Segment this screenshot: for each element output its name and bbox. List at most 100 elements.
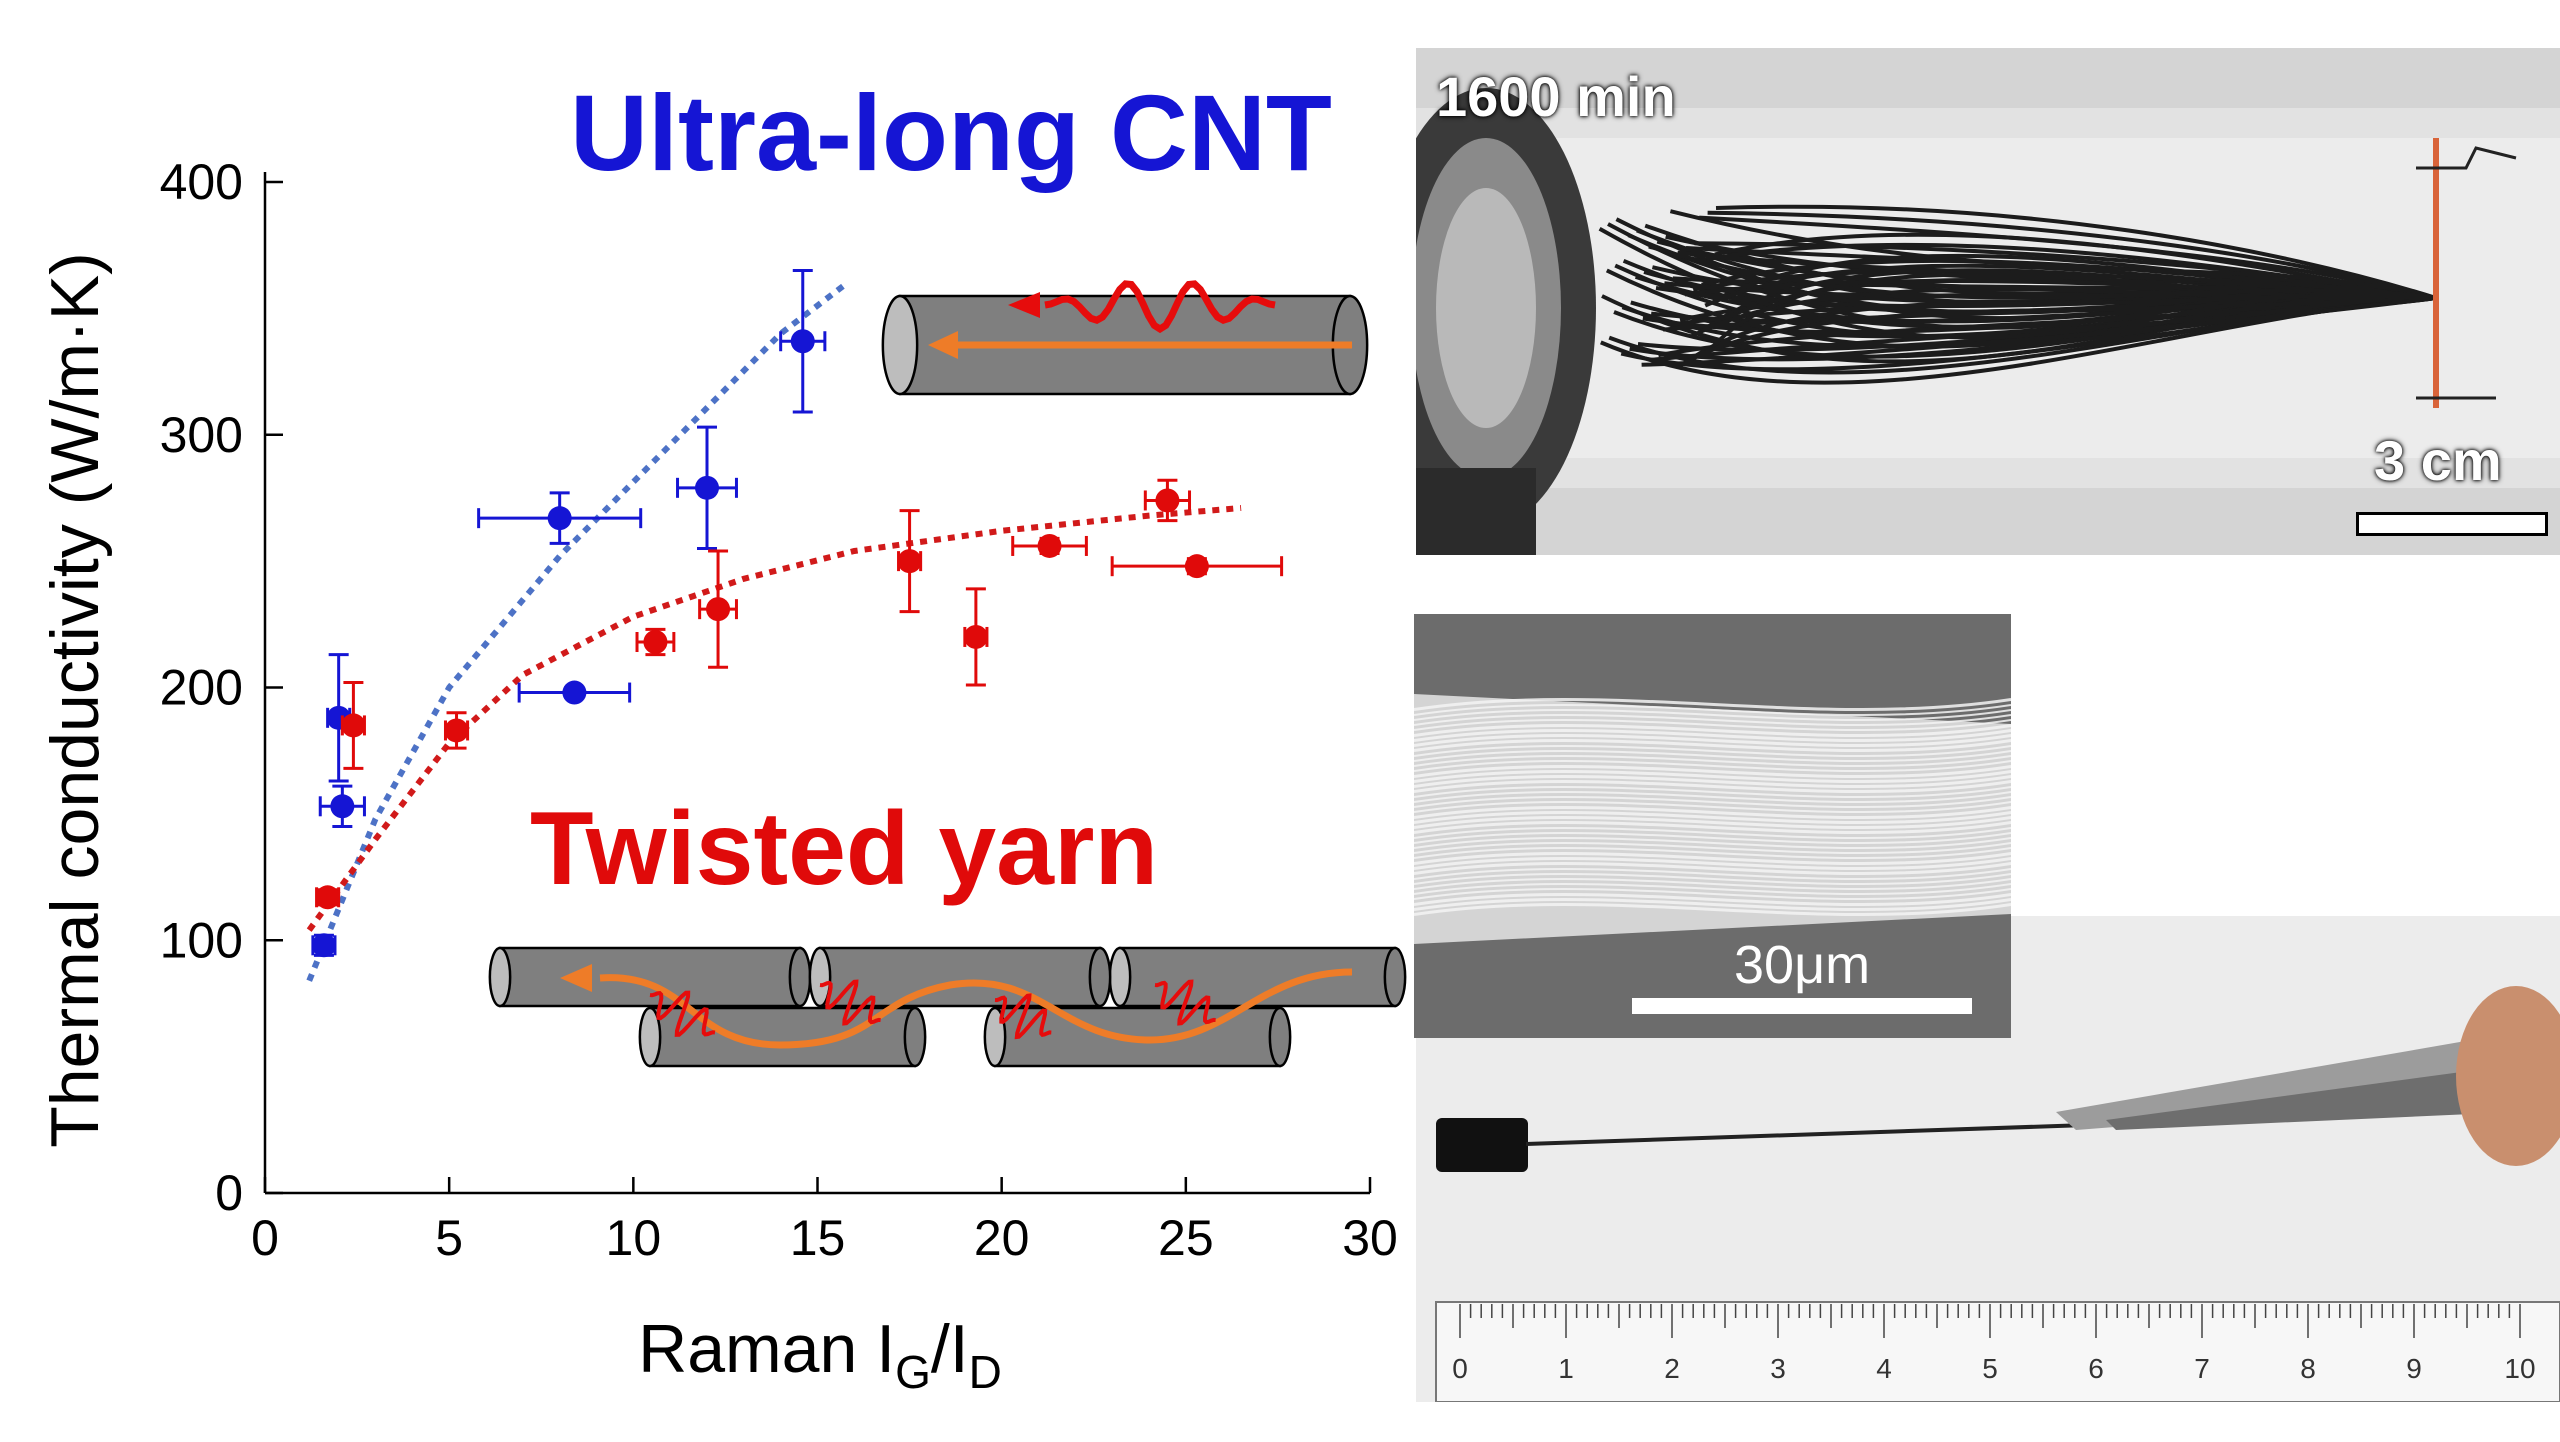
sem-fiber [1414,822,2011,834]
sem-fiber [1414,771,2011,783]
sem-image: 30μm [1414,614,2011,1038]
sem-fiber [1414,760,2011,772]
cnt-fiber [1663,296,2437,332]
sem-fiber [1414,766,2011,778]
cylinder-seam [1393,950,1397,1004]
x-tick-label: 30 [1342,1210,1398,1266]
marker [311,933,336,958]
sem-fiber [1414,796,2011,808]
marker [706,597,731,622]
sem-fiber [1414,883,2011,895]
data-point-twisted [1011,533,1088,558]
x-tick-label: 10 [606,1210,662,1266]
data-point-ultralong [517,680,632,705]
cylinder-seam [1098,950,1102,1004]
sem-fiber [1414,837,2011,849]
sem-fiber [1414,853,2011,865]
sem-fiber [1414,812,2011,824]
sem-fiber [1414,709,2011,721]
sem-fiber [1414,904,2011,916]
cylinder-face [1108,946,1132,1008]
sem-fiber [1414,878,2011,890]
ultralong-cnt-cylinder-diagram [881,280,1369,396]
x-axis-label: Raman IG/ID [638,1311,1002,1398]
y-tick-label: 0 [215,1165,243,1221]
sem-fiber [1414,786,2011,798]
x-tick-label: 5 [435,1210,463,1266]
ruler-label: 8 [2300,1353,2316,1384]
sem-scale-label: 30μm [1734,935,1871,995]
marker [695,475,719,500]
sem-fiber [1414,832,2011,844]
cylinder-seam [798,950,802,1004]
sem-fiber [1414,704,2011,716]
marker [897,549,922,574]
ruler-label: 3 [1770,1353,1786,1384]
ruler-label: 1 [1558,1353,1574,1384]
x-tick-label: 0 [251,1210,279,1266]
x-tick-label: 15 [790,1210,846,1266]
cylinder-face [488,946,512,1008]
sem-fiber [1414,847,2011,859]
twisted-yarn-annotation: Twisted yarn [530,791,1159,907]
heat-path [599,968,1353,1049]
sem-fiber [1414,755,2011,767]
sem-fiber [1414,714,2011,726]
sem-fiber [1414,725,2011,737]
sem-fiber [1414,801,2011,813]
data-point-twisted [963,587,989,687]
cnt-fiber [1669,209,2437,300]
fit-curve-ultralong [306,280,849,982]
scatter-wave [1154,979,1216,1026]
data-point-twisted [698,549,738,669]
data-point-twisted [443,711,470,750]
ruler-label: 0 [1452,1353,1468,1384]
cnt-fiber [1699,215,2437,300]
marker [1037,533,1062,558]
ruler-label: 5 [1982,1353,1998,1384]
data-point-twisted [897,509,923,614]
x-axis-label-sep: /I [931,1311,969,1387]
cnt-fiber [1704,263,2437,308]
data-point-ultralong [779,268,827,414]
phonon-arrow-head [1008,292,1040,318]
scatter-wave [819,979,881,1026]
cylinder-face [881,294,919,396]
y-tick-label: 100 [160,912,243,968]
fit-curves [306,280,1242,982]
y-axis-label: Thermal conductivity (W/m·K) [37,252,113,1147]
elapsed-time-label: 1600 min [1436,65,1676,128]
cnt-fiber [1641,296,2437,367]
data-point-ultralong [477,491,643,545]
data-point-twisted [635,627,676,657]
y-tick-label: 400 [160,154,243,210]
sem-scale-bar [1632,998,1972,1014]
cnt-fiber [1648,244,2437,300]
data-point-ultralong [311,933,337,958]
data-point-twisted [340,680,366,770]
sem-fiber [1414,863,2011,875]
cnt-fiber [1677,250,2437,300]
sem-fiber [1414,730,2011,742]
cnt-growth-photo: 1600 min 3 cm [1416,48,2560,555]
cnt-fiber [1655,286,2437,309]
sem-fiber [1414,776,2011,788]
sem-fiber [1414,735,2011,747]
marker [547,506,572,531]
sem-image-drawing [1414,614,2011,1038]
cylinder-face [808,946,832,1008]
cnt-fiber [1715,204,2437,300]
x-axis-label-sub2: D [969,1346,1002,1398]
top-scale-bar [2356,512,2548,536]
cnt-growth-photo-drawing [1416,48,2560,555]
marker [1155,488,1180,513]
x-axis-label-sub1: G [895,1346,931,1398]
sem-fiber [1414,868,2011,880]
marker [341,713,366,738]
y-tick-label: 200 [160,660,243,716]
sem-fiber [1414,740,2011,752]
marker [562,680,587,705]
twisted-yarn-cylinder-diagram [488,946,1407,1068]
y-tick-label: 300 [160,407,243,463]
